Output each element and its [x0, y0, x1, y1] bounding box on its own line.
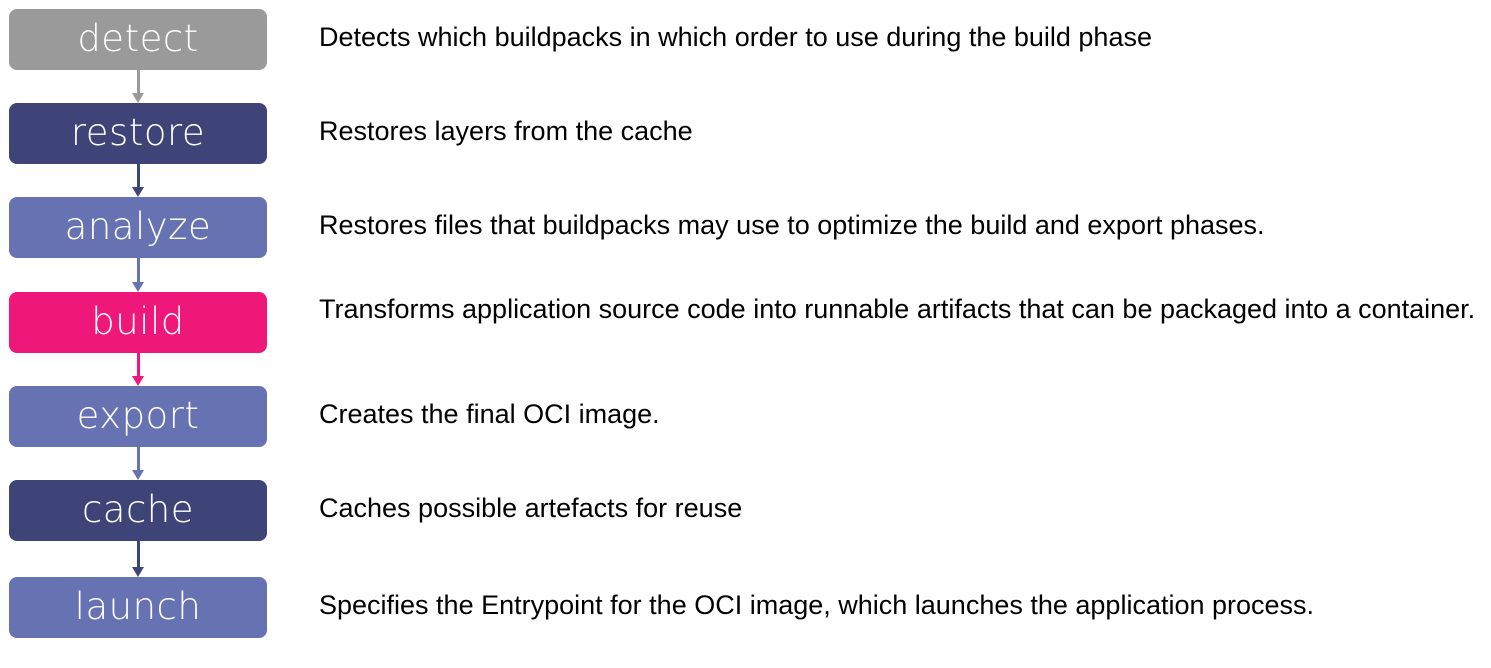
stage-description-export: Creates the final OCI image.	[319, 399, 660, 429]
stage-description-build: Transforms application source code into …	[319, 294, 1476, 324]
arrowhead-icon	[132, 376, 144, 386]
stage-launch: launch	[9, 577, 267, 638]
stage-label-detect: detect	[77, 17, 199, 60]
arrowhead-icon	[132, 470, 144, 480]
stage-label-cache: cache	[81, 488, 195, 531]
connector-build-to-export	[137, 353, 140, 376]
stage-description-cache: Caches possible artefacts for reuse	[319, 493, 743, 523]
connector-cache-to-launch	[137, 541, 140, 567]
stage-detect: detect	[9, 9, 267, 70]
stage-cache: cache	[9, 480, 267, 541]
connector-export-to-cache	[137, 447, 140, 470]
connector-analyze-to-build	[137, 258, 140, 282]
stage-analyze: analyze	[9, 197, 267, 258]
arrowhead-icon	[132, 567, 144, 577]
stage-label-export: export	[76, 394, 200, 437]
arrowhead-icon	[132, 93, 144, 103]
stage-description-launch: Specifies the Entrypoint for the OCI ima…	[319, 590, 1315, 620]
stage-label-launch: launch	[74, 585, 202, 628]
stage-restore: restore	[9, 103, 267, 164]
stage-label-build: build	[91, 300, 185, 343]
connector-restore-to-analyze	[137, 164, 140, 187]
arrowhead-icon	[132, 187, 144, 197]
stage-description-analyze: Restores files that buildpacks may use t…	[319, 210, 1265, 240]
stage-description-restore: Restores layers from the cache	[319, 116, 693, 146]
stage-build: build	[9, 292, 267, 353]
stage-export: export	[9, 386, 267, 447]
connector-detect-to-restore	[137, 70, 140, 93]
arrowhead-icon	[132, 282, 144, 292]
stage-label-restore: restore	[70, 111, 206, 154]
stage-description-detect: Detects which buildpacks in which order …	[319, 22, 1152, 52]
stage-label-analyze: analyze	[64, 205, 212, 248]
